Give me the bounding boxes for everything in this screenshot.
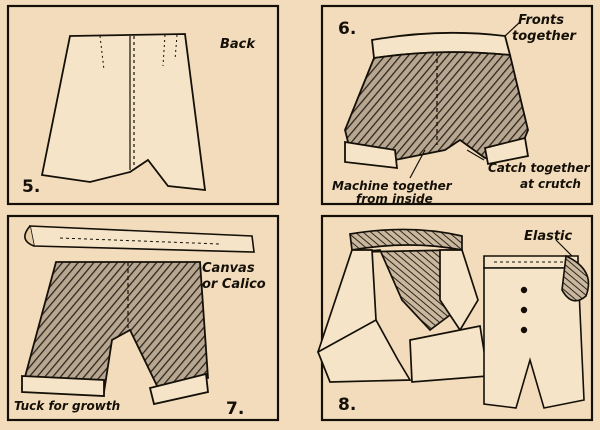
- panel-7: Canvas or Calico Tuck for growth 7.: [6, 214, 280, 422]
- panel-5: Back 5.: [6, 4, 280, 206]
- label-canvas-line2: or Calico: [202, 277, 266, 292]
- panel-8: Elastic 8.: [316, 214, 594, 422]
- shorts-button-waist-drawing: [483, 239, 590, 409]
- label-machine-line2: from inside: [356, 192, 433, 206]
- shorts-fronts-drawing: [344, 21, 530, 179]
- panel-5-number: 5.: [22, 177, 40, 197]
- label-machine-line1: Machine together: [332, 179, 453, 193]
- panel-6-number: 6.: [338, 19, 356, 39]
- panel-8-frame: [320, 214, 594, 422]
- panel-8-number: 8.: [338, 395, 356, 415]
- label-tuck: Tuck for growth: [14, 399, 120, 413]
- shorts-elastic-waist-drawing: [316, 228, 489, 383]
- panel-5-frame: [6, 4, 280, 206]
- label-catch-line2: at crutch: [520, 177, 581, 191]
- label-elastic: Elastic: [524, 229, 573, 244]
- shorts-back-drawing: [40, 33, 207, 192]
- label-catch-line1: Catch together: [488, 161, 591, 175]
- waistband-canvas-drawing: [24, 225, 255, 253]
- label-canvas-line1: Canvas: [202, 261, 255, 276]
- panel-6: Fronts together Catch together at crutch…: [320, 4, 594, 206]
- panel-7-frame: [6, 214, 280, 422]
- label-back: Back: [220, 37, 256, 52]
- label-fronts-line1: Fronts: [518, 13, 564, 28]
- label-fronts-line2: together: [512, 29, 578, 44]
- shorts-front-tuck-drawing: [20, 261, 209, 406]
- panel-6-frame: [320, 4, 594, 206]
- panel-7-number: 7.: [226, 399, 244, 419]
